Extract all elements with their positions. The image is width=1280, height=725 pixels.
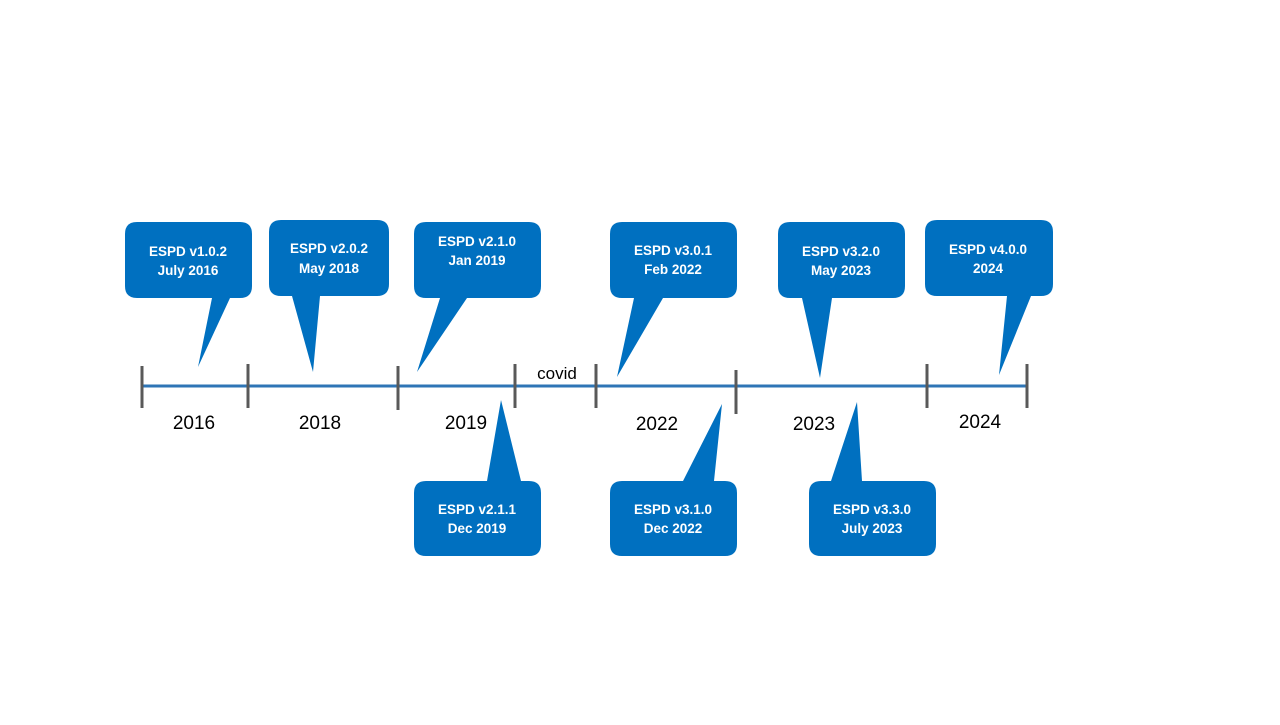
callout-date: Jan 2019 bbox=[448, 253, 505, 268]
callout-version: ESPD v3.1.0 bbox=[634, 502, 712, 517]
callout-date: Dec 2019 bbox=[448, 521, 507, 536]
callout-version: ESPD v1.0.2 bbox=[149, 244, 227, 259]
callout-shape bbox=[414, 400, 541, 556]
callout-date: Dec 2022 bbox=[644, 521, 703, 536]
callout-version: ESPD v3.2.0 bbox=[802, 244, 880, 259]
callout-shape bbox=[610, 222, 737, 377]
year-label: 2018 bbox=[299, 413, 341, 434]
callout-date: May 2023 bbox=[811, 263, 872, 278]
callout-version: ESPD v4.0.0 bbox=[949, 242, 1027, 257]
callout-shape bbox=[610, 404, 737, 556]
callout-shape bbox=[269, 220, 389, 372]
callout-v3-1-0: ESPD v3.1.0 Dec 2022 bbox=[610, 404, 737, 556]
callout-shape bbox=[125, 222, 252, 367]
callout-date: 2024 bbox=[973, 261, 1004, 276]
callout-shape bbox=[925, 220, 1053, 375]
callout-v4-0-0: ESPD v4.0.0 2024 bbox=[925, 220, 1053, 375]
callout-v2-0-2: ESPD v2.0.2 May 2018 bbox=[269, 220, 389, 372]
callout-date: May 2018 bbox=[299, 261, 360, 276]
callout-v3-3-0: ESPD v3.3.0 July 2023 bbox=[809, 402, 936, 556]
callout-version: ESPD v3.0.1 bbox=[634, 243, 713, 258]
year-label: 2024 bbox=[959, 412, 1002, 433]
callout-shape bbox=[778, 222, 905, 378]
callout-version: ESPD v2.1.1 bbox=[438, 502, 517, 517]
callout-v2-1-1: ESPD v2.1.1 Dec 2019 bbox=[414, 400, 541, 556]
covid-gap-label: covid bbox=[537, 364, 577, 383]
callout-date: Feb 2022 bbox=[644, 262, 702, 277]
year-label: 2023 bbox=[793, 414, 835, 435]
callout-date: July 2016 bbox=[158, 263, 219, 278]
callout-shape bbox=[414, 222, 541, 372]
callout-v3-2-0: ESPD v3.2.0 May 2023 bbox=[778, 222, 905, 378]
callout-version: ESPD v2.0.2 bbox=[290, 241, 368, 256]
timeline-ticks bbox=[140, 364, 1029, 414]
callout-date: July 2023 bbox=[842, 521, 903, 536]
year-label: 2016 bbox=[173, 413, 215, 434]
callout-shape bbox=[809, 402, 936, 556]
callout-v3-0-1: ESPD v3.0.1 Feb 2022 bbox=[610, 222, 737, 377]
callout-v2-1-0: ESPD v2.1.0 Jan 2019 bbox=[414, 222, 541, 372]
year-label: 2022 bbox=[636, 414, 678, 435]
year-label: 2019 bbox=[445, 413, 487, 434]
callout-version: ESPD v2.1.0 bbox=[438, 234, 516, 249]
callout-v1-0-2: ESPD v1.0.2 July 2016 bbox=[125, 222, 252, 367]
callout-version: ESPD v3.3.0 bbox=[833, 502, 911, 517]
